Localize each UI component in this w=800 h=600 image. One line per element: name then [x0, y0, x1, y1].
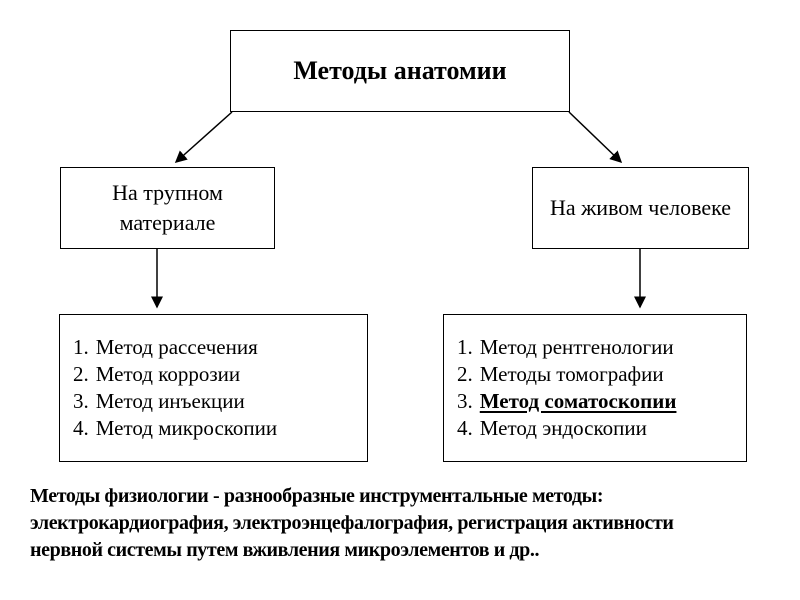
list-item: 1.Метод рассечения — [73, 334, 359, 361]
left-branch-label: На трупном материале — [112, 180, 223, 235]
item-text: Методы томографии — [479, 362, 664, 386]
item-number: 1. — [457, 335, 473, 359]
item-number: 2. — [457, 362, 473, 386]
item-text: Метод микроскопии — [95, 416, 278, 440]
item-text: Метод коррозии — [95, 362, 241, 386]
left-methods-box: 1.Метод рассечения 2.Метод коррозии 3.Ме… — [59, 314, 368, 462]
title-label: Методы анатомии — [293, 56, 507, 85]
item-text: Метод эндоскопии — [479, 416, 647, 440]
right-branch-box: На живом человеке — [532, 167, 749, 249]
item-text: Метод инъекции — [95, 389, 245, 413]
item-number: 2. — [73, 362, 89, 386]
list-item: 2.Метод коррозии — [73, 361, 359, 388]
footer-line: электрокардиография, электроэнцефалограф… — [30, 512, 674, 534]
item-number: 4. — [73, 416, 89, 440]
item-text-emphasized: Метод соматоскопии — [479, 389, 677, 413]
title-box: Методы анатомии — [230, 30, 570, 112]
list-item: 3.Метод соматоскопии — [457, 388, 738, 415]
footer-text: Методы физиологии - разнообразные инстру… — [30, 483, 775, 564]
item-number: 3. — [73, 389, 89, 413]
item-number: 1. — [73, 335, 89, 359]
list-item: 4.Метод эндоскопии — [457, 415, 738, 442]
right-branch-label: На живом человеке — [549, 195, 732, 220]
right-methods-box: 1.Метод рентгенологии 2.Методы томографи… — [443, 314, 747, 462]
list-item: 2.Методы томографии — [457, 361, 738, 388]
item-text: Метод рентгенологии — [479, 335, 674, 359]
item-text: Метод рассечения — [95, 335, 258, 359]
list-item: 4.Метод микроскопии — [73, 415, 359, 442]
footer-line: Методы физиологии - разнообразные инстру… — [30, 485, 604, 507]
list-item: 3.Метод инъекции — [73, 388, 359, 415]
footer-line: нервной системы путем вживления микроэле… — [30, 539, 540, 561]
left-branch-box: На трупном материале — [60, 167, 275, 249]
list-item: 1.Метод рентгенологии — [457, 334, 738, 361]
item-number: 4. — [457, 416, 473, 440]
arrow-title-to-left-branch — [174, 111, 233, 163]
arrow-title-to-right-branch — [568, 111, 623, 164]
item-number: 3. — [457, 389, 473, 413]
